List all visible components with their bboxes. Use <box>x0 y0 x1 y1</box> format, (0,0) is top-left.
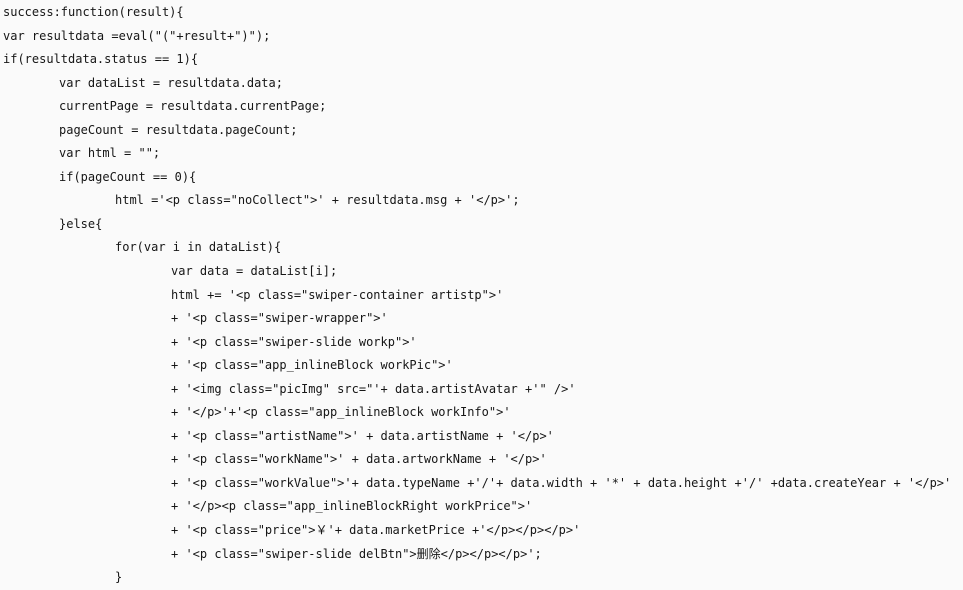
code-line: var data = dataList[i]; <box>3 260 963 284</box>
code-line: + '<p class="swiper-slide delBtn">删除</p>… <box>3 543 963 567</box>
code-text: if(pageCount == 0){ <box>59 169 197 184</box>
code-text: for(var i in dataList){ <box>115 240 282 255</box>
code-line: if(resultdata.status == 1){ <box>3 48 963 72</box>
code-line: }else{ <box>3 213 963 237</box>
code-text: var resultdata =eval("("+result+")"); <box>3 28 271 43</box>
code-line: + '<p class="price">￥'+ data.marketPrice… <box>3 519 963 543</box>
code-line: + '<p class="app_inlineBlock workPic">' <box>3 354 963 378</box>
code-text: + '<p class="swiper-slide delBtn">删除</p>… <box>171 546 542 561</box>
code-line: pageCount = resultdata.pageCount; <box>3 119 963 143</box>
code-text: } <box>115 570 123 585</box>
code-text: success:function(result){ <box>3 5 184 19</box>
code-text: var data = dataList[i]; <box>171 264 338 279</box>
code-line: if(pageCount == 0){ <box>3 166 963 190</box>
code-text: + '<p class="swiper-wrapper">' <box>171 311 388 326</box>
code-text: currentPage = resultdata.currentPage; <box>59 99 327 114</box>
code-text: pageCount = resultdata.pageCount; <box>59 122 298 137</box>
code-text: + '<p class="workName">' + data.artworkN… <box>171 452 547 467</box>
code-text: if(resultdata.status == 1){ <box>3 52 199 67</box>
code-line: success:function(result){ <box>3 1 963 25</box>
code-line: + '<p class="swiper-slide workp">' <box>3 331 963 355</box>
code-text: + '<p class="swiper-slide workp">' <box>171 334 417 349</box>
code-line: html += '<p class="swiper-container arti… <box>3 284 963 308</box>
code-text: + '<img class="picImg" src="'+ data.arti… <box>171 381 576 396</box>
code-line: } <box>3 566 963 590</box>
code-line: + '<p class="workValue">'+ data.typeName… <box>3 472 963 496</box>
code-line: for(var i in dataList){ <box>3 236 963 260</box>
code-text: var dataList = resultdata.data; <box>59 75 283 90</box>
code-line: + '<p class="artistName">' + data.artist… <box>3 425 963 449</box>
code-text: html += '<p class="swiper-container arti… <box>171 287 504 302</box>
code-text: html ='<p class="noCollect">' + resultda… <box>115 193 520 208</box>
code-line: + '</p>'+'<p class="app_inlineBlock work… <box>3 401 963 425</box>
code-text: }else{ <box>59 216 103 231</box>
code-text: + '<p class="artistName">' + data.artist… <box>171 428 554 443</box>
code-text: + '<p class="app_inlineBlock workPic">' <box>171 358 453 373</box>
code-line: + '<img class="picImg" src="'+ data.arti… <box>3 378 963 402</box>
code-text: + '<p class="workValue">'+ data.typeName… <box>171 475 952 490</box>
code-line: var html = ""; <box>3 142 963 166</box>
code-text: + '</p>'+'<p class="app_inlineBlock work… <box>171 405 511 420</box>
code-line: + '<p class="workName">' + data.artworkN… <box>3 448 963 472</box>
code-line: + '</p><p class="app_inlineBlockRight wo… <box>3 495 963 519</box>
code-line: html ='<p class="noCollect">' + resultda… <box>3 189 963 213</box>
code-text: + '</p><p class="app_inlineBlockRight wo… <box>171 499 533 514</box>
code-line: currentPage = resultdata.currentPage; <box>3 95 963 119</box>
code-line: var resultdata =eval("("+result+")"); <box>3 25 963 49</box>
code-text: + '<p class="price">￥'+ data.marketPrice… <box>171 523 581 538</box>
code-line: var dataList = resultdata.data; <box>3 72 963 96</box>
code-line: + '<p class="swiper-wrapper">' <box>3 307 963 331</box>
code-text: var html = ""; <box>59 146 161 161</box>
